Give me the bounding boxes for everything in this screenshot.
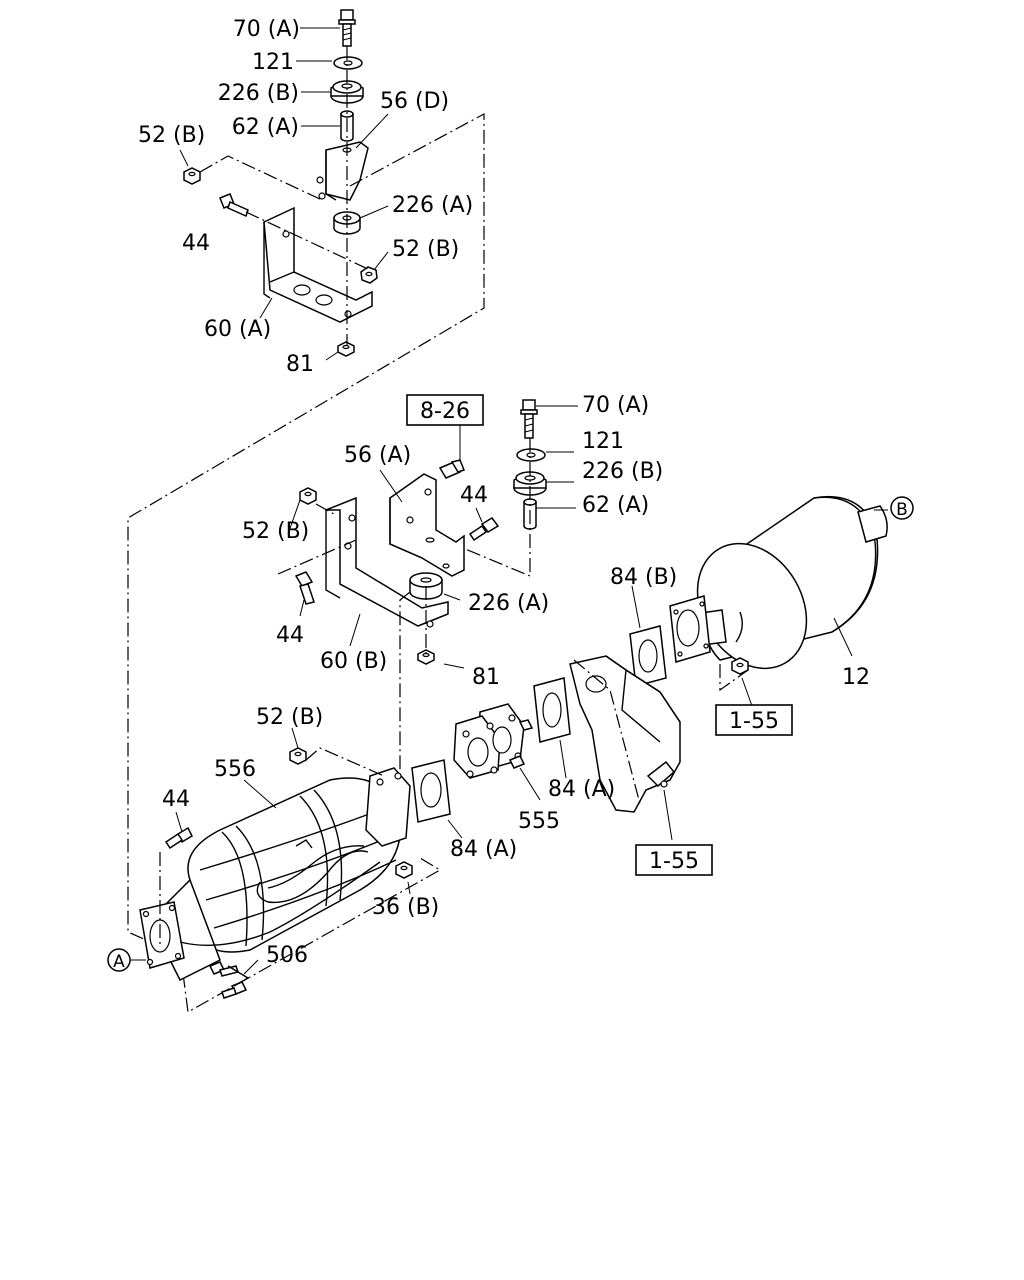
nut-36b [395,861,413,879]
callout-56d: 56 (D) [380,89,449,114]
muffler-leaders [631,509,888,707]
callout-44-2: 44 [460,483,488,508]
muffler-12 [693,495,888,670]
ref-1-55-b-text: 1-55 [649,849,699,874]
callout-121-mid: 121 [582,429,624,454]
callout-226b-mid: 226 (B) [582,459,663,484]
gasket-left-leader [447,819,463,839]
connector-b-label: B [896,500,908,520]
bolts-506 [208,961,250,999]
callout-121-top: 121 [252,50,294,75]
callout-52b-3: 52 (B) [242,519,309,544]
gasket-84a-left [411,759,451,823]
assembly-frame-line-2 [179,857,442,1013]
callout-226b-top: 226 (B) [218,81,299,106]
callout-52b-2: 52 (B) [392,237,459,262]
callout-70a-mid: 70 (A) [582,393,649,418]
mid-bolt-axis [277,539,357,575]
washer-121-mid [516,448,546,462]
bolt-70a-mid [520,399,538,439]
callout-52b-1: 52 (B) [138,123,205,148]
callout-81-top: 81 [286,352,314,377]
connector-a: A [107,948,146,972]
callout-62a-top: 62 (A) [232,115,299,140]
bolt-44-lower [164,826,193,850]
muffler-flange [669,595,711,663]
bracket-60a [263,206,373,323]
lower-nut-axis [305,747,385,777]
callout-60a: 60 (A) [204,317,271,342]
nut-81-mid [417,649,435,665]
bolt-70a-top [338,9,356,47]
ref-box-8-26[interactable]: 8-26 [406,394,484,426]
bolt-8-26 [438,459,465,479]
connector-b: B [890,496,914,520]
ref-box-1-55-b[interactable]: 1-55 [635,844,713,876]
nut-muffler [731,657,749,675]
ref-8-26-text: 8-26 [420,399,470,424]
callout-44-3: 44 [276,623,304,648]
callout-556: 556 [214,757,256,782]
gasket-84b [629,625,667,687]
callout-226a-top: 226 (A) [392,193,473,218]
nut-52b-top-left [183,167,201,185]
mid-to-cat-line [399,591,411,800]
bracket-56d [316,141,369,201]
callout-226a-mid: 226 (A) [468,591,549,616]
mid-leaders [287,405,578,669]
bolt-44-mid-right [468,517,500,542]
callout-44-4: 44 [162,787,190,812]
converter-556 [139,767,411,982]
muffler-axis [719,664,749,692]
callout-52b-4: 52 (B) [256,705,323,730]
callout-555: 555 [518,809,560,834]
bracket-56a [389,473,465,577]
top-leaders [179,27,389,361]
callout-84b: 84 (B) [610,565,677,590]
callout-labels: 70 (A) 121 226 (B) 62 (A) 56 (D) 52 (B) … [138,17,870,968]
gasket-84a-right [533,677,571,743]
connector-a-label: A [113,952,125,972]
exhaust-pipe-elbow [569,655,681,813]
callout-506: 506 [266,943,308,968]
callout-81-mid: 81 [472,665,500,690]
callout-84a-2: 84 (A) [548,777,615,802]
flange-leaders [519,739,567,801]
elbow-leaders [663,789,673,841]
lower-leaders [175,727,411,975]
callout-60b: 60 (B) [320,649,387,674]
flange-555 [453,703,534,779]
washer-121-top [333,56,363,70]
bolt-44-top [219,193,249,218]
top-nut-axis [199,155,323,201]
elbow-axis [573,659,641,805]
ref-box-1-55-a[interactable]: 1-55 [715,704,793,736]
nut-52b-lower [289,747,307,765]
ref-1-55-a-text: 1-55 [729,709,779,734]
nut-52b-mid [299,487,317,505]
assembly-frame-line [127,112,485,941]
callout-36b: 36 (B) [372,895,439,920]
callout-70a-top: 70 (A) [233,17,300,42]
top-bolt-axis [245,211,371,271]
callout-84a-1: 84 (A) [450,837,517,862]
nut-81-top [337,341,355,357]
mid-axis-line [457,438,531,577]
callout-56a: 56 (A) [344,443,411,468]
callout-12: 12 [842,665,870,690]
callout-44-1: 44 [182,231,210,256]
callout-62a-mid: 62 (A) [582,493,649,518]
mid-nut-axis [315,503,335,515]
nut-52b-top-right [360,266,378,284]
bolt-44-mid-left [294,571,315,605]
